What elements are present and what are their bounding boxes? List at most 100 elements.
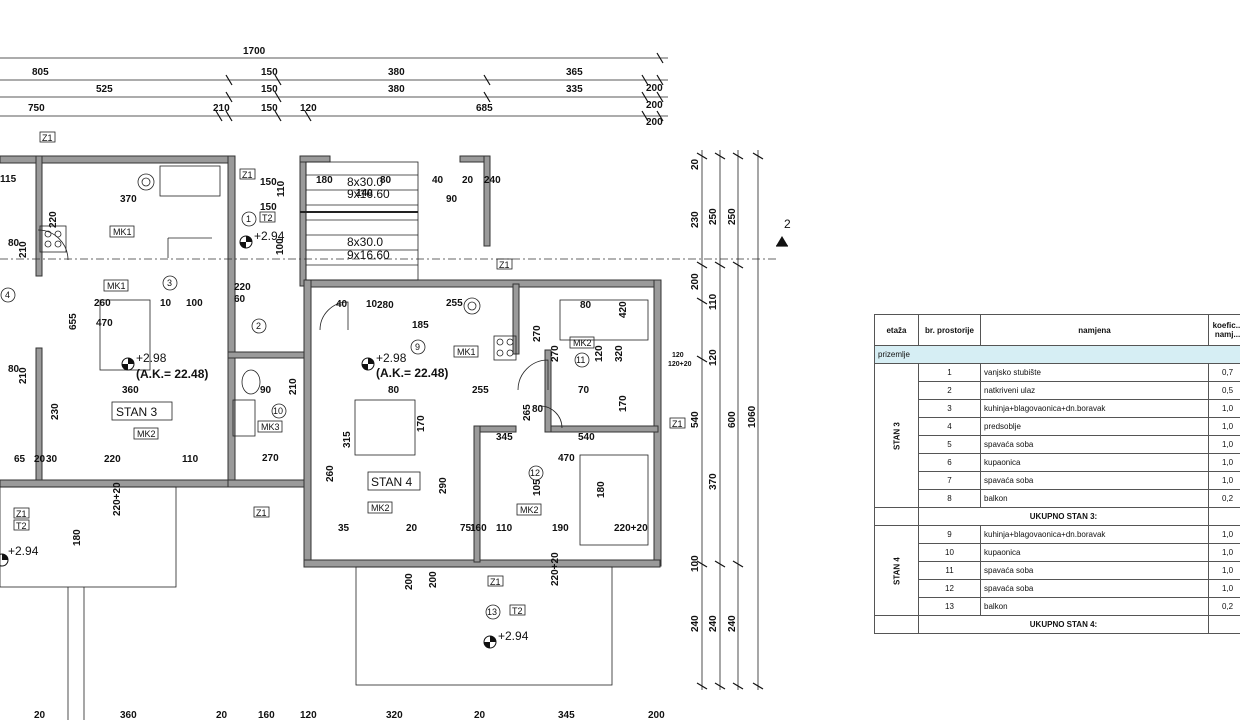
dim-label: 120 — [708, 349, 719, 366]
dim-label: 80 — [380, 175, 392, 186]
total-row: UKUPNO STAN 3: — [874, 507, 1240, 526]
section-marker-label: 2 — [784, 217, 791, 231]
dim-label: 150 — [261, 103, 278, 114]
room-number-cell: 9 — [918, 525, 981, 544]
empty-cell — [874, 615, 919, 634]
dim-label: 120 — [300, 103, 317, 114]
dim-label: 200 — [646, 100, 663, 111]
wall-tag: T2 — [512, 606, 523, 616]
room-numbers: 1 2 3 4 9 10 11 12 13 — [0, 211, 590, 620]
empty-cell — [874, 507, 919, 526]
room-number: 13 — [487, 607, 497, 617]
wall-tag: Z1 — [242, 170, 253, 180]
level-value: +2.98 — [136, 351, 167, 365]
dim-label: 265 — [522, 404, 533, 421]
furniture-tags: MK1 MK1 MK2 MK3 MK1 MK2 MK2 MK2 — [103, 225, 595, 516]
coefficient-cell: 1,0 — [1208, 471, 1240, 490]
level-value: +2.94 — [254, 229, 285, 243]
level-value: +2.94 — [498, 629, 529, 643]
dim-label: 335 — [566, 84, 583, 95]
level-marker-icon — [121, 357, 135, 371]
dim-label: 140 — [356, 188, 373, 199]
dim-label: 190 — [552, 523, 569, 534]
floor-name: prizemlje — [874, 345, 1240, 364]
dim-label: 210 — [18, 241, 29, 258]
dim-label: 180 — [596, 481, 607, 498]
furniture-tag: MK1 — [113, 227, 132, 237]
dim-label: 210 — [18, 367, 29, 384]
coefficient-cell: 1,0 — [1208, 525, 1240, 544]
room-use-cell: kupaonica — [980, 453, 1209, 472]
dim-label: 230 — [50, 403, 61, 420]
furniture-tag: MK2 — [137, 429, 156, 439]
apartment-labels: STAN 3 STAN 4 — [111, 401, 421, 491]
dim-total-width: 1700 — [243, 46, 266, 57]
column-header: koefic... namj... — [1208, 314, 1240, 346]
dim-label: 470 — [558, 453, 575, 464]
stairs — [300, 161, 419, 281]
dim-label: 315 — [342, 431, 353, 448]
total-label: UKUPNO STAN 4: — [918, 615, 1209, 634]
dim-label: 40 — [336, 299, 348, 310]
dim-label: 270 — [262, 453, 279, 464]
dim-label: 220+20 — [614, 523, 648, 534]
dim-label: 220+20 — [550, 552, 561, 586]
dim-label: 105 — [532, 479, 543, 496]
room-number-cell: 5 — [918, 435, 981, 454]
wall-tag: Z1 — [672, 419, 683, 429]
dim-label: 365 — [566, 67, 583, 78]
dim-label: 80 — [532, 404, 544, 415]
balconies — [0, 486, 613, 720]
dim-label: 10 — [160, 298, 172, 309]
coefficient-cell: 1,0 — [1208, 543, 1240, 562]
room-number-cell: 1 — [918, 363, 981, 382]
room-number-cell: 13 — [918, 597, 981, 616]
dim-label: 260 — [94, 298, 111, 309]
dim-label: 170 — [416, 415, 427, 432]
room-number-cell: 4 — [918, 417, 981, 436]
dim-label: 180 — [316, 175, 333, 186]
room-use-cell: spavaća soba — [980, 579, 1209, 598]
dim-label: 290 — [438, 477, 449, 494]
dim-label: 250 — [727, 208, 738, 225]
dim-label: 60 — [234, 294, 246, 305]
dim-label: 255 — [446, 298, 463, 309]
dim-label: 420 — [618, 301, 629, 318]
dim-label: 115 — [0, 174, 17, 185]
room-number-cell: 7 — [918, 471, 981, 490]
wall-tag: Z1 — [499, 260, 510, 270]
dim-label: 20 — [34, 454, 46, 465]
dim-label: 370 — [708, 473, 719, 490]
dim-label: 80 — [8, 238, 20, 249]
section-line: 2 — [0, 217, 791, 260]
stair-label: 9x16.60 — [347, 187, 390, 201]
dim-label: 120 — [672, 352, 684, 359]
dim-label: 90 — [446, 194, 458, 205]
room-number-cell: 8 — [918, 489, 981, 508]
dim-label: 470 — [96, 318, 113, 329]
room-use-cell: kuhinja+blagovaonica+dn.boravak — [980, 399, 1209, 418]
dim-label: 220 — [104, 454, 121, 465]
apartment-label: STAN 3 — [116, 405, 157, 419]
dim-label: 360 — [122, 385, 139, 396]
dim-label: 240 — [727, 615, 738, 632]
dim-label: 210 — [213, 103, 230, 114]
dim-label: 200 — [648, 710, 665, 720]
apartment-group-label: STAN 4 — [874, 525, 919, 616]
apartment-group-label: STAN 3 — [874, 363, 919, 508]
dim-label: 805 — [32, 67, 49, 78]
coefficient-cell: 1,0 — [1208, 399, 1240, 418]
dim-label: 380 — [388, 67, 405, 78]
room-use-cell: kupaonica — [980, 543, 1209, 562]
walls — [0, 155, 662, 568]
coefficient-cell: 0,5 — [1208, 381, 1240, 400]
room-use-cell: spavaća soba — [980, 471, 1209, 490]
dim-label: 100 — [275, 238, 286, 255]
dim-label: 40 — [432, 175, 444, 186]
wall-tag: T2 — [16, 521, 27, 531]
